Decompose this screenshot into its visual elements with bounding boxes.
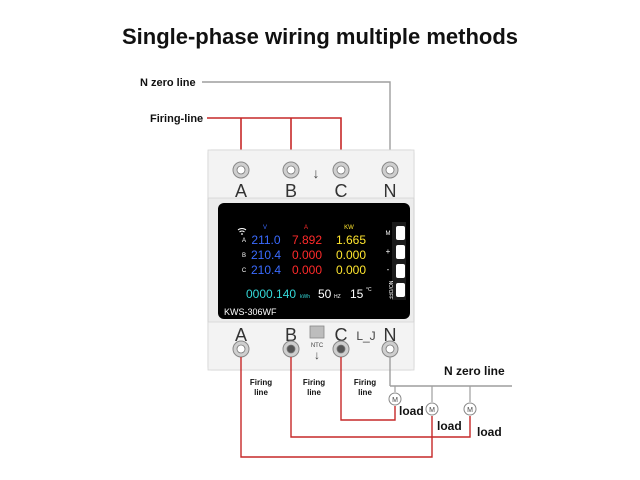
top-terminal-screws	[232, 161, 399, 179]
power-c-value: 0.000	[336, 263, 366, 277]
phase-label-c: C	[242, 268, 247, 274]
voltage-c-value: 210.4	[251, 263, 281, 277]
current-a-value: 7.892	[292, 233, 322, 247]
load-label-1: load	[399, 404, 424, 418]
n-zero-line-top-label: N zero line	[140, 77, 196, 89]
firing-line-wire-2	[290, 357, 471, 438]
temperature-unit: °C	[366, 287, 372, 293]
firing-line-label-3b: line	[358, 388, 372, 397]
firing-line-wire-3	[340, 357, 396, 421]
motor-icon-1	[388, 392, 402, 406]
meter-display-panel	[218, 203, 410, 319]
button-label-plus: +	[386, 247, 391, 256]
n-zero-line-top-wire	[202, 81, 391, 162]
motor-icons: M M M	[388, 392, 477, 416]
frequency-value: 50	[318, 287, 332, 301]
arrow-down-bottom-icon: ↓	[314, 348, 320, 362]
firing-line-label-2b: line	[307, 388, 321, 397]
bottom-wiring	[240, 357, 512, 458]
unit-power-label: KW	[344, 225, 354, 231]
energy-unit: kWh	[300, 294, 310, 300]
diagram-title: Single-phase wiring multiple methods	[121, 24, 519, 49]
firing-line-label-3a: Firing	[354, 378, 376, 387]
phase-label-a: A	[242, 238, 246, 244]
button-m[interactable]	[396, 226, 405, 240]
ntc-label: NTC	[311, 343, 324, 349]
meter-buttons: M + - NO/OFF	[386, 226, 405, 300]
firing-line-label-1b: line	[254, 388, 268, 397]
button-onoff[interactable]	[396, 283, 405, 297]
bottom-extra-symbol: L_J	[356, 329, 375, 343]
arrow-down-top-icon: ↓	[313, 165, 320, 181]
voltage-a-value: 211.0	[251, 233, 280, 247]
power-b-value: 0.000	[336, 248, 366, 262]
motor-icon-2	[425, 402, 439, 416]
phase-label-b: B	[242, 253, 246, 259]
load-label-2: load	[437, 419, 462, 433]
meter-screen: V A KW A B C 211.0 210.4 210.4 7.892 0.0…	[224, 225, 372, 317]
terminal-label-top-a: A	[235, 181, 247, 201]
ntc-port	[309, 325, 325, 339]
energy-value: 0000.140	[246, 287, 296, 301]
top-wiring	[202, 81, 391, 162]
button-label-minus: -	[387, 265, 390, 274]
terminal-label-bottom-b: B	[285, 325, 297, 345]
n-zero-line-right-label: N zero line	[444, 364, 505, 378]
button-plus[interactable]	[396, 245, 405, 259]
terminal-label-top-n: N	[384, 181, 397, 201]
motor-icon-1-label: M	[392, 397, 398, 404]
current-b-value: 0.000	[292, 248, 322, 262]
button-minus[interactable]	[396, 264, 405, 278]
terminal-label-top-b: B	[285, 181, 297, 201]
motor-icon-3-label: M	[467, 407, 473, 414]
frequency-unit: HZ	[334, 294, 341, 300]
button-label-m: M	[386, 231, 391, 237]
firing-line-label-1a: Firing	[250, 378, 272, 387]
bottom-terminal-screws	[232, 340, 399, 358]
firing-line-label-2a: Firing	[303, 378, 325, 387]
terminal-label-bottom-a: A	[235, 325, 247, 345]
temperature-value: 15	[350, 287, 364, 301]
motor-icon-2-label: M	[429, 407, 435, 414]
unit-voltage-label: V	[263, 225, 267, 231]
meter-model-label: KWS-306WF	[224, 307, 277, 317]
terminal-label-bottom-n: N	[384, 325, 397, 345]
load-label-3: load	[477, 425, 502, 439]
button-label-onoff: NO/OFF	[387, 281, 393, 300]
wifi-icon	[237, 228, 247, 235]
unit-current-label: A	[304, 225, 308, 231]
power-a-value: 1.665	[336, 233, 366, 247]
voltage-b-value: 210.4	[251, 248, 281, 262]
firing-line-top-label: Firing-line	[150, 113, 203, 125]
firing-line-top-wire	[207, 117, 342, 162]
terminal-label-top-c: C	[335, 181, 348, 201]
current-c-value: 0.000	[292, 263, 322, 277]
terminal-label-bottom-c: C	[335, 325, 348, 345]
motor-icon-3	[463, 402, 477, 416]
